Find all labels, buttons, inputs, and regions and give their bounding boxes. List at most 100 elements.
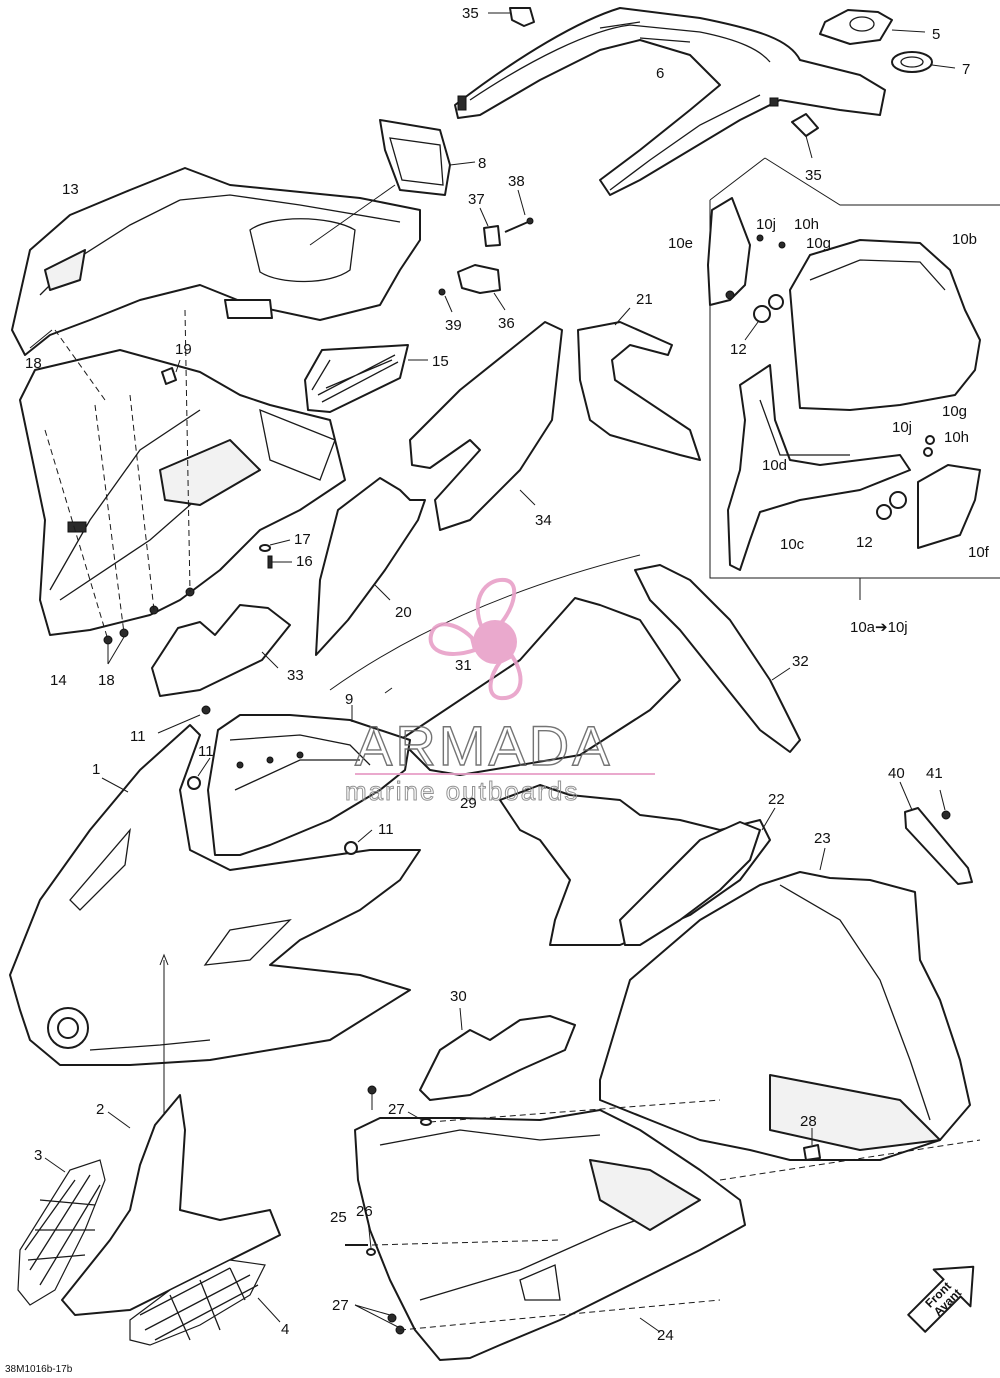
callout-17: 17 [294, 531, 311, 548]
callout-25: 25 [330, 1209, 347, 1226]
watermark-brand: ARMADA [355, 714, 613, 777]
part-19-nut [161, 359, 181, 385]
callout-18: 18 [25, 355, 42, 372]
part-6-upper-frame [454, 7, 886, 196]
propeller-logo-icon [428, 577, 523, 701]
part-1-front-cowl [9, 724, 421, 1066]
callout-34: 34 [535, 512, 552, 529]
callout-22: 22 [768, 791, 785, 808]
callout-26: 26 [356, 1203, 373, 1220]
callout-10h: 10h [944, 429, 969, 446]
part-40-latch [899, 781, 973, 885]
callout-13: 13 [62, 181, 79, 198]
callout-20: 20 [395, 604, 412, 621]
part-10e-mount [707, 197, 786, 306]
part-36-latch [457, 264, 506, 311]
watermark-tagline: marine outboards [345, 776, 579, 806]
callout-27: 27 [332, 1297, 349, 1314]
part-33-panel [151, 604, 291, 697]
front-direction-arrow: Front Avant [907, 1265, 975, 1333]
drawing-code: 38M1016b-17b [5, 1364, 73, 1375]
callout-27: 27 [388, 1101, 405, 1118]
part-34-panel [409, 321, 563, 531]
part-35-clip-right [791, 113, 819, 159]
callout-10f: 10f [968, 544, 990, 561]
callout-12: 12 [730, 341, 747, 358]
callout-10a-10j: 10a➔10j [850, 619, 908, 636]
part-10c-frame [727, 364, 911, 571]
callout-12: 12 [856, 534, 873, 551]
part-4-mesh [129, 1259, 281, 1346]
callout-10d: 10d [762, 457, 787, 474]
part-3-mesh [17, 1157, 106, 1306]
part-13-upper-panel [11, 167, 421, 356]
part-16-17-fasteners [259, 539, 292, 569]
part-10f-side-panel [876, 435, 981, 549]
callout-36: 36 [498, 315, 515, 332]
callout-16: 16 [296, 553, 313, 570]
callout-5: 5 [932, 26, 940, 43]
part-22-panel [619, 807, 776, 946]
part-37-bracket [479, 207, 501, 247]
callout-14: 14 [50, 672, 67, 689]
part-38-screw [504, 189, 534, 233]
callout-33: 33 [287, 667, 304, 684]
callout-10j: 10j [756, 216, 776, 233]
part-12-bushings-top [744, 294, 784, 341]
part-7-ring [891, 51, 956, 73]
callout-10g: 10g [806, 235, 831, 252]
callout-24: 24 [657, 1327, 674, 1344]
callout-35: 35 [805, 167, 822, 184]
callout-29: 29 [460, 795, 477, 812]
armada-watermark: ARMADA marine outboards [345, 577, 655, 807]
part-35-clip-top [488, 7, 535, 27]
part-41-screw [939, 789, 951, 820]
callout-10e: 10e [668, 235, 693, 252]
part-14-lower-shell [19, 349, 346, 636]
part-10b-windshield [789, 239, 981, 411]
callout-3: 3 [34, 1147, 42, 1164]
callout-23: 23 [814, 830, 831, 847]
part-8-vent-duct [309, 119, 476, 246]
part-2-lower-panel [61, 1094, 281, 1316]
part-24-lower-shell [354, 1109, 746, 1361]
callout-39: 39 [445, 317, 462, 334]
callout-41: 41 [926, 765, 943, 782]
part-5-plate [819, 9, 926, 45]
part-25-27-fasteners [345, 1085, 981, 1335]
callout-10j: 10j [892, 419, 912, 436]
callout-labels: 35 35 5 7 6 8 13 37 38 39 36 18 19 15 21… [25, 5, 990, 1344]
part-9-housing [207, 705, 411, 856]
callout-9: 9 [345, 691, 353, 708]
part-30-panel [419, 1007, 576, 1101]
part-11-fasteners [157, 705, 373, 855]
callout-11: 11 [378, 821, 394, 838]
callout-28: 28 [800, 1113, 817, 1130]
part-39-screw [438, 288, 453, 313]
callout-8: 8 [478, 155, 486, 172]
callout-10b: 10b [952, 231, 977, 248]
callout-7: 7 [962, 61, 970, 78]
callout-21: 21 [636, 291, 653, 308]
callout-10g: 10g [942, 403, 967, 420]
callout-11: 11 [130, 728, 146, 745]
callout-15: 15 [432, 353, 449, 370]
callout-10h: 10h [794, 216, 819, 233]
part-20-panel [315, 477, 426, 656]
callout-30: 30 [450, 988, 467, 1005]
callout-37: 37 [468, 191, 485, 208]
callout-6: 6 [656, 65, 664, 82]
callout-4: 4 [281, 1321, 289, 1338]
part-28-nut [803, 1128, 821, 1161]
callout-35: 35 [462, 5, 479, 22]
callout-31: 31 [455, 657, 472, 674]
part-10-kit-box [709, 157, 1000, 600]
callout-2: 2 [96, 1101, 104, 1118]
part-18-grommets [29, 329, 195, 665]
callout-11: 11 [198, 743, 214, 760]
callout-40: 40 [888, 765, 905, 782]
part-21-panel [577, 307, 701, 461]
part-32-panel [634, 564, 801, 753]
callout-32: 32 [792, 653, 809, 670]
